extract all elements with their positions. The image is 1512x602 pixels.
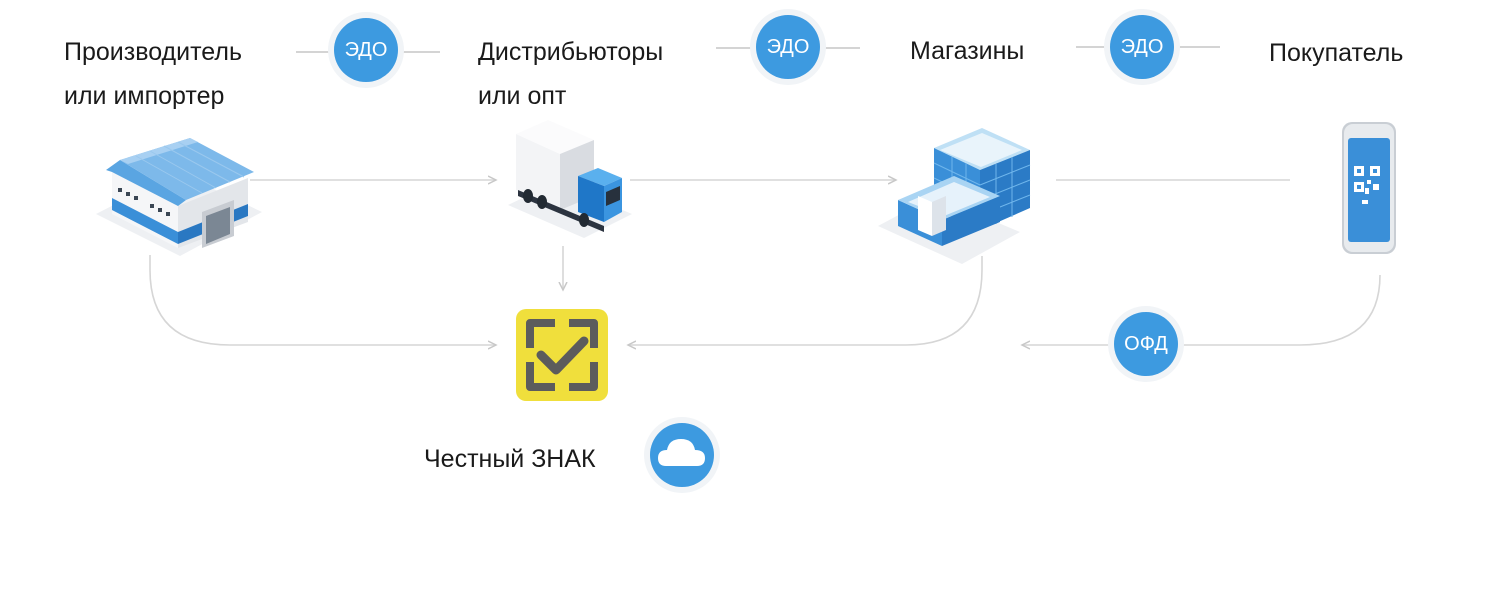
producer-label: Производитель или импортер: [64, 30, 242, 118]
flow-lines: [149, 180, 1381, 345]
stores-label-line1: Магазины: [910, 37, 1025, 65]
distributor-label-line1: Дистрибьюторы: [478, 38, 664, 66]
buyer-label-line1: Покупатель: [1269, 39, 1404, 67]
shopping-mall-icon: [878, 128, 1031, 264]
chestny-znak-label-text: Честный ЗНАК: [424, 445, 596, 473]
chestny-znak-label: Честный ЗНАК: [424, 437, 596, 481]
truck-icon: [508, 120, 632, 238]
producer-label-line1: Производитель: [64, 38, 242, 66]
curve-stores-to-znak: [628, 256, 983, 345]
producer-label-line2: или импортер: [64, 82, 225, 110]
warehouse-icon: [96, 138, 262, 256]
edo-badge-3: ЭДО: [1110, 15, 1174, 79]
ofd-badge: ОФД: [1114, 312, 1178, 376]
stores-label: Магазины: [910, 29, 1024, 73]
distributor-label: Дистрибьюторы или опт: [478, 30, 663, 118]
smartphone-qr-icon: [1342, 122, 1396, 254]
chestny-znak-logo: [516, 309, 608, 401]
edo-badge-1: ЭДО: [334, 18, 398, 82]
buyer-label: Покупатель: [1269, 31, 1403, 75]
distributor-label-line2: или опт: [478, 82, 567, 110]
curve-buyer-to-znak: [1022, 274, 1381, 345]
cloud-icon: [644, 417, 720, 493]
curve-producer-to-znak: [149, 255, 496, 345]
edo-badge-2: ЭДО: [756, 15, 820, 79]
